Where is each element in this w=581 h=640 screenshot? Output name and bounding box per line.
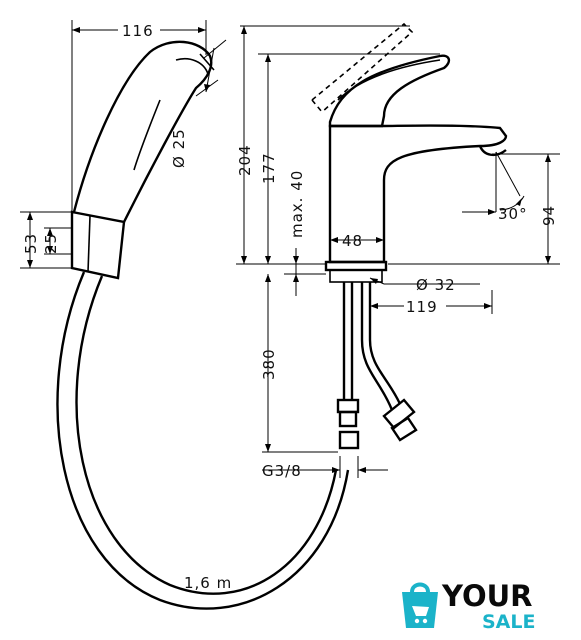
logo-word-bottom: SALE bbox=[482, 611, 535, 632]
hand-shower: 116 Ø 25 53 25 bbox=[20, 20, 227, 280]
yoursale-logo: YOUR SALE bbox=[402, 579, 535, 632]
dim-94: 94 bbox=[540, 205, 558, 226]
dim-hose-length: 1,6 m bbox=[184, 574, 232, 592]
dim-max-40: max. 40 bbox=[288, 170, 306, 238]
shopping-bag-icon bbox=[402, 582, 438, 628]
dim-angle-30: 30° bbox=[498, 205, 528, 223]
dim-48: 48 bbox=[342, 232, 363, 250]
dim-diameter-32: Ø 32 bbox=[416, 276, 456, 294]
dim-204: 204 bbox=[236, 144, 254, 176]
dim-380: 380 bbox=[260, 348, 278, 380]
dim-thread-g38: G3/8 bbox=[262, 462, 302, 480]
dim-diameter-25: Ø 25 bbox=[170, 128, 188, 168]
dim-177: 177 bbox=[260, 152, 278, 184]
dim-53: 53 bbox=[22, 233, 40, 254]
dim-116: 116 bbox=[122, 22, 154, 40]
dim-25: 25 bbox=[42, 233, 60, 254]
dim-119: 119 bbox=[406, 298, 438, 316]
faucet: 30° 204 177 bbox=[236, 22, 560, 480]
shower-hose: 1,6 m bbox=[56, 271, 350, 610]
logo-word-top: YOUR bbox=[441, 579, 533, 613]
